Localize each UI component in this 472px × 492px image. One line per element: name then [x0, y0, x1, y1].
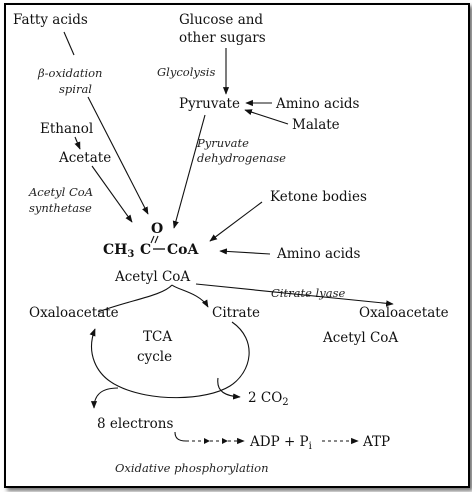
label-fatty-acids: Fatty acids — [13, 12, 88, 28]
formula-oxygen: O — [151, 221, 163, 237]
arrow-amino-acids-to-acetyl-coa — [219, 248, 271, 255]
label-glucose-line1: Glucose and — [179, 12, 263, 28]
label-acetyl-coa-right: Acetyl CoA — [322, 330, 398, 346]
arrow-oxaloacetate-joins — [97, 284, 173, 313]
label-malate: Malate — [292, 117, 340, 133]
arrow-ketone-bodies-to-acetyl-coa — [209, 201, 263, 242]
arrow-fatty-acids-segment — [63, 31, 75, 56]
label-oxaloacetate-left: Oxaloacetate — [29, 305, 119, 321]
formula-carbon: C — [140, 242, 151, 258]
label-tca: TCA — [143, 329, 172, 345]
label-acetyl-coa: Acetyl CoA — [114, 269, 190, 285]
label-beta-oxidation: β-oxidation — [37, 66, 102, 80]
tca-cycle-ring — [89, 321, 250, 399]
arrow-to-2-co2 — [217, 377, 241, 400]
label-ketone-bodies: Ketone bodies — [270, 189, 367, 205]
label-pyruvate: Pyruvate — [179, 96, 240, 112]
arrow-pyruvate-to-acetyl-coa — [172, 114, 206, 229]
formula-coa: CoA — [167, 242, 199, 258]
arrow-malate-to-pyruvate — [244, 109, 289, 125]
label-atp: ATP — [362, 434, 390, 450]
label-citrate-lyase: Citrate lyase — [271, 286, 345, 300]
label-glycolysis: Glycolysis — [157, 65, 215, 79]
label-beta-oxidation-spiral: spiral — [59, 82, 92, 96]
label-tca-cycle: cycle — [137, 349, 172, 365]
label-oxaloacetate-right: Oxaloacetate — [359, 305, 449, 321]
figure-frame — [4, 3, 470, 488]
label-oxidative-phosphorylation: Oxidative phosphorylation — [115, 461, 269, 475]
label-2-co2: 2 CO2 — [248, 390, 289, 408]
arrow-to-8-electrons — [90, 387, 119, 409]
label-ethanol: Ethanol — [40, 121, 93, 137]
label-acetyl-coa-synthetase-line1: Acetyl CoA — [28, 185, 93, 199]
arrow-electrons-bend — [174, 431, 187, 442]
label-pyruvate-dehydrogenase-line1: Pyruvate — [196, 136, 249, 150]
label-amino-acids-top: Amino acids — [275, 96, 360, 112]
arrows — [63, 31, 394, 445]
acetyl-coa-formula: O CH3 C CoA — [103, 221, 199, 260]
formula-ch3: CH3 — [103, 242, 134, 260]
arrow-citrate-lyase — [195, 283, 394, 307]
label-glucose-line2: other sugars — [179, 30, 266, 46]
label-amino-acids-mid: Amino acids — [276, 246, 361, 262]
label-adp-pi: ADP + Pi — [249, 434, 312, 452]
arrow-fatty-acids-to-acetyl-coa — [87, 96, 149, 215]
label-acetate: Acetate — [58, 150, 111, 166]
label-citrate: Citrate — [212, 305, 260, 321]
label-acetyl-coa-synthetase-line2: synthetase — [29, 201, 92, 215]
arrow-acetate-to-acetyl-coa — [91, 165, 133, 223]
arrow-ethanol-to-acetate — [74, 136, 81, 150]
label-pyruvate-dehydrogenase-line2: dehydrogenase — [197, 151, 286, 165]
label-8-electrons: 8 electrons — [97, 416, 173, 432]
arrow-acetyl-coa-to-citrate — [171, 284, 209, 308]
